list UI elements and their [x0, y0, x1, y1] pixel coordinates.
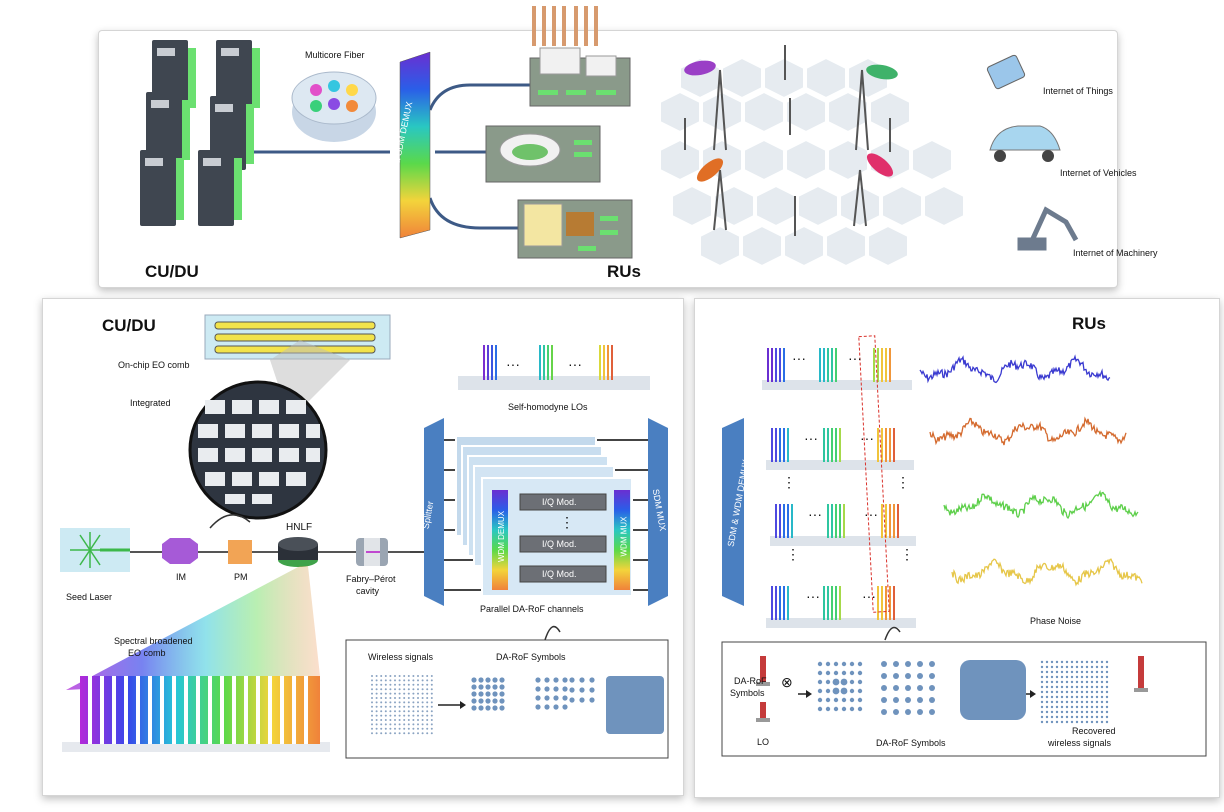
rus-title: RUs: [1072, 314, 1107, 333]
spectral-fan: [66, 566, 320, 690]
robot-arm-icon: [1017, 206, 1079, 251]
rx-darof-symbols-label: DA-RoF Symbols: [876, 738, 946, 748]
rx-sdm-wdm-demux-block: [722, 418, 744, 606]
iq-mod-label-2: I/Q Mod.: [542, 539, 577, 549]
fabry-perot-icon: [356, 538, 388, 566]
lo-label: LO: [757, 737, 770, 747]
sdm-mux-block: [648, 418, 668, 606]
fabry-perot-label: Fabry–Pérot: [346, 574, 396, 584]
multicore-fiber-icon: [291, 71, 377, 142]
rx-dots-7: ···: [806, 588, 820, 604]
rx-dots-4: ···: [860, 430, 874, 446]
server-rack-group: [140, 40, 260, 226]
rx-dots-6: ···: [864, 506, 878, 522]
darof-symbols-icon: [756, 656, 770, 686]
iov-label: Internet of Vehicles: [1060, 168, 1137, 178]
eo-comb-label: EO comb: [128, 648, 166, 658]
rx-darof-symbols-label-2: Symbols: [730, 688, 765, 698]
integrated-label: Integrated: [130, 398, 171, 408]
integrated-chip-magnifier: [188, 380, 328, 520]
top-rus-label: RUs: [607, 262, 642, 281]
hnlf-label: HNLF: [286, 522, 313, 533]
recovered-signal-icon: [1134, 656, 1148, 692]
phase-noise-label: Phase Noise: [1030, 616, 1082, 626]
cu-du-title: CU/DU: [102, 316, 156, 335]
rx-comb-rows: [762, 348, 916, 628]
rx-darof-symbols-label-1: DA-RoF: [734, 676, 767, 686]
iq-mod-vdots: ⋮: [560, 514, 574, 530]
wdm-demux-bar: [492, 490, 508, 590]
ru-site-factory: [529, 6, 631, 107]
parallel-channels-label: Parallel DA-RoF channels: [480, 604, 584, 614]
recovered-label-2: wireless signals: [1048, 738, 1112, 748]
rx-dots-3: ···: [804, 430, 818, 446]
wireless-signals-label: Wireless signals: [368, 652, 434, 662]
on-chip-eo-comb: [204, 314, 391, 360]
rx-dots-5: ···: [808, 506, 822, 522]
iq-mod-label-1: I/Q Mod.: [542, 497, 577, 507]
hnlf-spool-icon: [278, 537, 318, 567]
recovered-label-1: Recovered: [1072, 726, 1116, 736]
lo-icon: [756, 702, 770, 722]
multicore-fiber-label: Multicore Fiber: [305, 50, 365, 60]
wireless-constellation-dense: [371, 675, 433, 735]
im-label: IM: [176, 572, 186, 582]
beam-lobes: [684, 60, 898, 182]
hex-cell-grid: [659, 56, 965, 268]
rx-vdots-1: ⋮: [782, 474, 796, 490]
cell-towers: [684, 45, 891, 236]
iot-label: Internet of Things: [1043, 86, 1113, 96]
rx-dots-1: ···: [792, 350, 806, 366]
lo-dots-2: ···: [568, 356, 582, 372]
iot-tablet-icon: [986, 54, 1026, 90]
wdm-mux-bar: [614, 490, 630, 590]
spectral-broadened-label: Spectral broadened: [114, 636, 193, 646]
pm-label: PM: [234, 572, 248, 582]
selected-channel-highlight: [858, 335, 890, 613]
im-modulator-icon: [162, 538, 198, 564]
rx-vdots-4: ⋮: [900, 546, 914, 562]
rx-dots-8: ···: [862, 588, 876, 604]
ru-site-lab: [517, 199, 633, 259]
self-homodyne-lo-label: Self-homodyne LOs: [508, 402, 588, 412]
iq-mod-label-3: I/Q Mod.: [542, 569, 577, 579]
spectral-broadened-comb: [62, 676, 330, 752]
mixer-otimes: ⊗: [781, 674, 793, 690]
seed-laser-label: Seed Laser: [66, 592, 113, 602]
iom-label: Internet of Machinery: [1073, 248, 1158, 258]
rx-dots-2: ···: [848, 350, 862, 366]
rx-vdots-3: ⋮: [786, 546, 800, 562]
rx-vdots-2: ⋮: [896, 474, 910, 490]
darof-symbols-label: DA-RoF Symbols: [496, 652, 566, 662]
self-homodyne-lo-comb: [458, 345, 650, 390]
splitter-block: [424, 418, 444, 606]
wdm-sdm-demux-prism: [399, 51, 431, 239]
fabry-perot-cavity-label: cavity: [356, 586, 380, 596]
car-icon: [989, 125, 1061, 162]
darof-constellation-grids: [471, 677, 595, 711]
lo-dots-1: ···: [506, 356, 520, 372]
pm-modulator-icon: [228, 540, 252, 564]
phase-noise-traces: [919, 354, 1143, 587]
top-cu-du-label: CU/DU: [145, 262, 199, 281]
ru-site-stadium: [485, 125, 601, 183]
on-chip-eo-comb-label: On-chip EO comb: [118, 360, 190, 370]
